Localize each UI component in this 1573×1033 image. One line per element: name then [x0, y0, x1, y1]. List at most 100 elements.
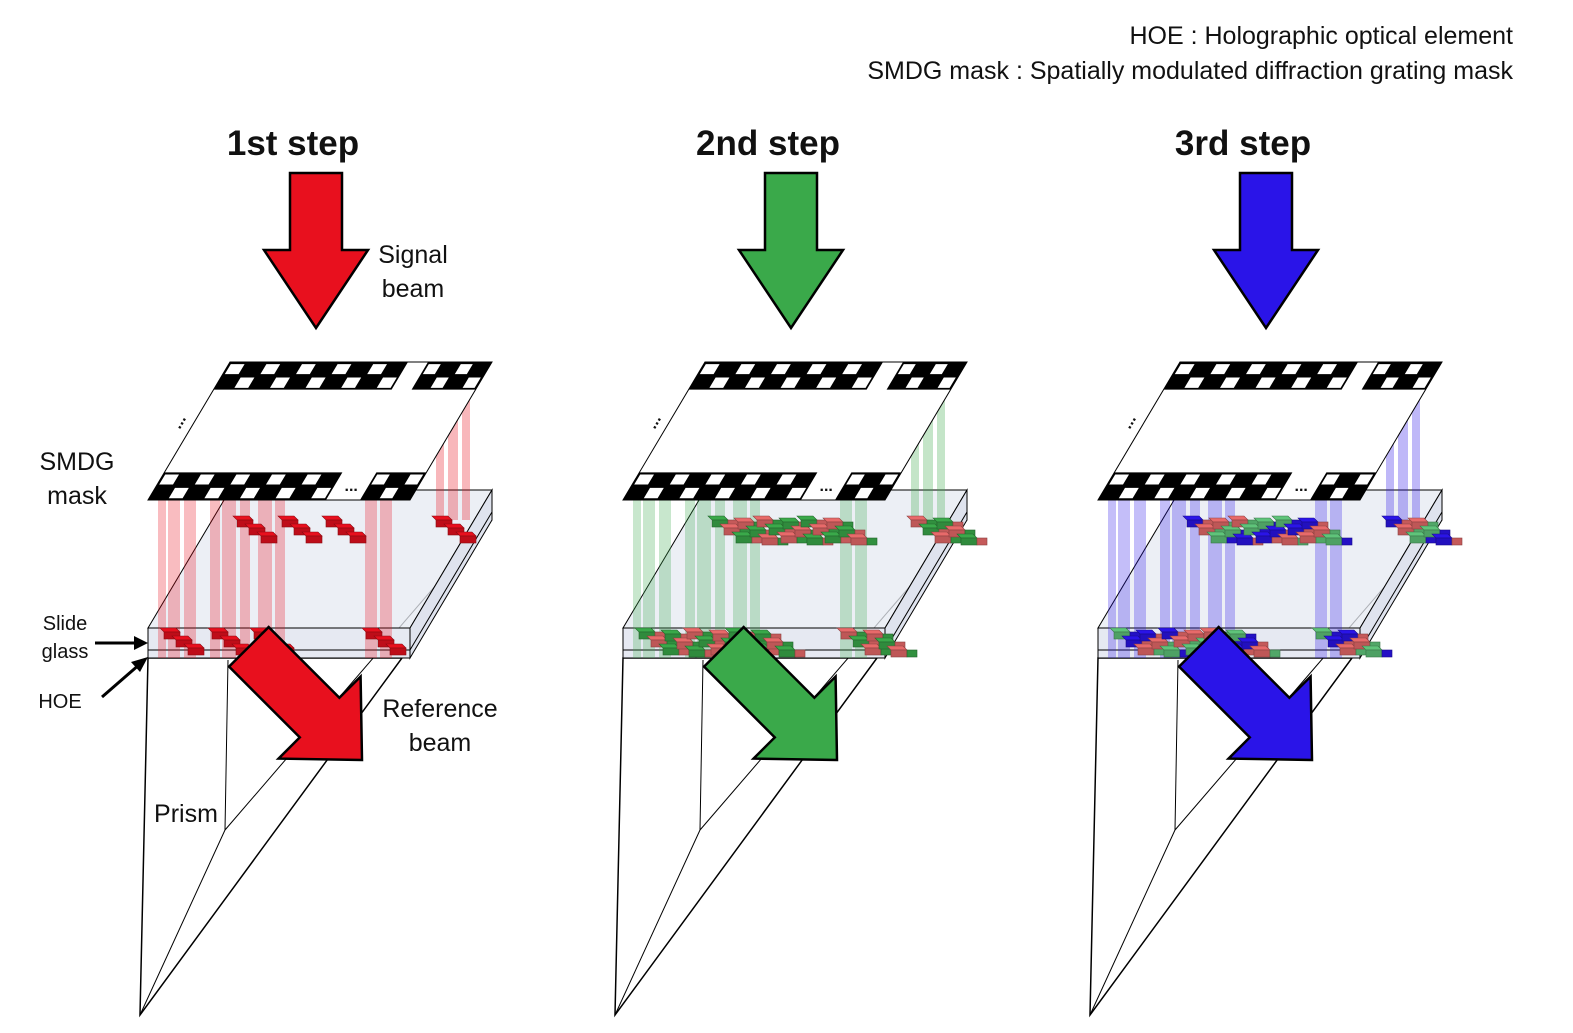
hologram-pixel — [762, 637, 784, 643]
hologram-pixel — [1121, 635, 1143, 641]
signal-beam-stripe — [448, 390, 458, 520]
hologram-pixel — [1407, 517, 1429, 523]
hologram-pixel — [256, 531, 278, 537]
mask-grating-cell — [1261, 487, 1282, 499]
hologram-pixel — [1365, 649, 1383, 658]
hologram-pixel — [431, 515, 453, 521]
hologram-pixel — [731, 531, 753, 537]
prism-front-face — [1089, 657, 1354, 1018]
hologram-pixel — [808, 523, 830, 529]
hologram-pixel — [1239, 523, 1261, 529]
hologram-pixel-group — [1407, 517, 1463, 546]
hologram-pixel — [976, 537, 988, 546]
label-prism: Prism — [154, 800, 218, 828]
hologram-pixel — [1253, 649, 1271, 658]
signal-beam-stripe — [275, 500, 285, 658]
mask-ellipsis: ... — [169, 412, 190, 432]
hologram-pixel-group — [796, 515, 852, 544]
hologram-pixel — [906, 649, 918, 658]
hologram-pixel — [159, 627, 181, 633]
mask-grating-cell — [1184, 377, 1205, 388]
hologram-pixel — [1194, 523, 1216, 529]
mask-grating-cell — [1281, 364, 1302, 375]
hologram-pixel — [864, 647, 882, 656]
mask-grating-cell — [1144, 474, 1165, 485]
signal-beam-stripe — [210, 500, 220, 658]
hologram-pixel — [848, 635, 870, 641]
hologram-pixel — [1249, 645, 1271, 651]
signal-beam-stripe — [184, 500, 196, 658]
hologram-pixel — [1163, 649, 1181, 658]
hologram-pixel — [293, 527, 311, 536]
hologram-pixel — [1393, 523, 1415, 529]
step-title: 2nd step — [696, 124, 840, 163]
mask-grating-strip — [688, 362, 883, 390]
signal-beam-stripe — [1190, 500, 1200, 658]
hologram-pixel — [345, 531, 367, 537]
hologram-pixel — [333, 523, 355, 529]
prism-edge — [1089, 659, 1179, 1016]
label-reference-beam-2: beam — [409, 729, 472, 757]
hologram-pixel — [305, 535, 323, 544]
mask-grating-cell — [1255, 377, 1276, 388]
hologram-pixel-group — [660, 629, 716, 658]
hologram-pixel — [248, 527, 266, 536]
hologram-pixel — [708, 629, 730, 635]
hologram-pixel — [774, 645, 796, 651]
hologram-pixel — [1325, 537, 1343, 546]
hologram-pixel — [1431, 533, 1453, 539]
signal-beam-stripe — [1108, 500, 1116, 658]
mask-ellipsis: ... — [1295, 478, 1308, 495]
smdg-mask: ...... — [622, 361, 968, 501]
hologram-pixel — [1349, 637, 1371, 643]
signal-beam-stripe — [911, 390, 919, 520]
mask-grating-strip — [1163, 362, 1358, 390]
reference-beam-arrow — [1177, 625, 1314, 762]
signal-beam-stripe — [1160, 500, 1170, 658]
reference-beam-arrow-shape — [702, 625, 839, 762]
hologram-pixel-group — [1297, 517, 1353, 546]
signal-beam-stripe — [222, 500, 236, 658]
mask-grating-cell — [1372, 364, 1391, 375]
hologram-pixel — [1309, 525, 1331, 531]
mask-grating-cell — [1118, 487, 1139, 499]
mask-grating-strip — [148, 472, 343, 500]
mask-ellipsis: ... — [345, 478, 358, 495]
hologram-pixel — [1419, 525, 1441, 531]
hologram-pixel-group — [752, 515, 808, 544]
hologram-pixel — [1339, 647, 1357, 656]
hologram-pixel — [1269, 649, 1281, 658]
hologram-pixel — [778, 649, 796, 658]
hologram-pixel — [187, 647, 205, 656]
prism-edge — [614, 659, 704, 1016]
signal-beam-stripe — [1225, 500, 1235, 658]
hologram-pixel — [1255, 535, 1273, 544]
label-signal-beam-1: Signal — [378, 241, 448, 269]
hoe-layer — [148, 511, 493, 651]
hologram-pixel — [794, 649, 806, 658]
hologram-pixel — [443, 523, 465, 529]
hologram-pixel — [349, 535, 367, 544]
hologram-pixel — [1133, 643, 1155, 649]
mask-grating-cell — [750, 487, 771, 499]
hologram-pixel — [932, 517, 954, 523]
signal-beam-stripe — [1172, 500, 1186, 658]
mask-grating-cell — [786, 487, 807, 499]
hologram-pixel — [1227, 515, 1249, 521]
hologram-pixel — [365, 631, 383, 640]
hologram-pixel-group — [277, 515, 323, 544]
hologram-pixel — [1169, 635, 1191, 641]
hologram-pixel — [223, 639, 241, 648]
hologram-pixel — [1182, 515, 1204, 521]
signal-beam-stripe — [1412, 390, 1420, 520]
hologram-pixel — [944, 525, 966, 531]
mask-grating-cell — [709, 377, 730, 388]
hologram-pixel — [646, 635, 668, 641]
hologram-pixel — [719, 523, 741, 529]
hologram-pixel-group — [159, 627, 205, 656]
mask-grating-cell — [1380, 377, 1399, 388]
hologram-pixel — [1341, 537, 1353, 546]
mask-grating-cell — [1354, 474, 1374, 485]
mask-grating-cell — [705, 474, 726, 485]
mask-grating-strip — [213, 362, 408, 390]
